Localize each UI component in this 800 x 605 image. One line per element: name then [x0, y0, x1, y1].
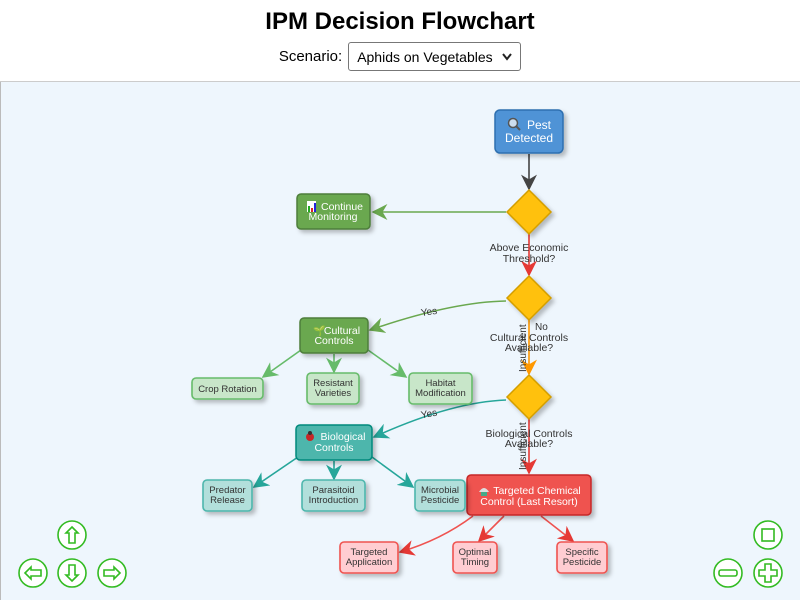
node-pest-detected[interactable]: Pest Detected	[494, 109, 564, 154]
node-label: Control (Last Resort)	[480, 496, 577, 508]
edge-labels: Yes Yes No Insufficient Insufficient	[420, 306, 548, 470]
node-label: Modification	[415, 388, 466, 399]
decision-label: Biological Controls	[486, 428, 573, 440]
decision-label: Available?	[505, 342, 553, 354]
edge-label-insufficient: Insufficient	[518, 324, 529, 372]
node-label: Timing	[461, 557, 489, 568]
node-label: Monitoring	[308, 211, 357, 223]
node-label: Crop Rotation	[198, 384, 257, 395]
edge-bio-microbial	[371, 456, 415, 488]
node-label: Targeted Chemical	[493, 485, 581, 497]
node-box	[202, 479, 253, 512]
seedling-icon: 🌱	[313, 325, 325, 337]
node-box	[556, 541, 608, 574]
node-label: Predator	[209, 485, 245, 496]
decision-biological[interactable]: Biological Controls Available?	[486, 373, 573, 450]
chart-icon	[307, 201, 316, 212]
edge-chem-application	[398, 515, 474, 556]
edge-cultural-crop	[261, 349, 302, 378]
edge-label-insufficient: Insufficient	[518, 422, 529, 470]
edges	[252, 154, 575, 556]
node-label: Pest	[527, 118, 552, 132]
header: IPM Decision Flowchart Scenario: Aphids …	[0, 0, 800, 82]
magnifier-icon	[507, 117, 521, 131]
node-label: Introduction	[309, 495, 359, 506]
node-label: Pesticide	[421, 495, 460, 506]
node-label: Continue	[321, 201, 363, 213]
ladybug-icon	[306, 431, 314, 441]
edge-chem-timing	[477, 515, 505, 543]
decision-label: Threshold?	[503, 253, 556, 265]
scenario-label: Scenario:	[278, 48, 343, 65]
node-box	[191, 377, 264, 400]
decision-threshold[interactable]: Above Economic Threshold?	[490, 188, 569, 265]
node-label: Biological	[321, 431, 366, 443]
edge-label-yes: Yes	[420, 408, 438, 422]
edge-chem-specific	[540, 515, 575, 542]
edge-label-no: No	[535, 322, 548, 333]
node-cultural-controls[interactable]: 🌱 Cultural Controls	[299, 317, 369, 354]
node-crop[interactable]: Crop Rotation	[191, 377, 264, 400]
node-box	[306, 372, 360, 405]
decision-label: Above Economic	[490, 242, 569, 254]
node-label: Targeted	[351, 547, 388, 558]
edge-d3-biological	[372, 399, 507, 439]
node-label: Habitat	[425, 378, 455, 389]
node-label: Controls	[314, 335, 353, 347]
node-label: Cultural	[324, 325, 360, 337]
node-label: Optimal	[459, 547, 492, 558]
chevron-down-icon	[502, 52, 512, 61]
sprayer-icon	[479, 488, 489, 496]
node-label: Release	[210, 495, 245, 506]
node-box	[414, 479, 466, 512]
node-box	[339, 541, 399, 574]
node-box	[408, 372, 473, 405]
scenario-select[interactable]: Aphids on Vegetables	[348, 42, 522, 71]
decision-label: Available?	[505, 438, 553, 450]
edge-bio-predator	[252, 456, 299, 488]
node-label: Parasitoid	[312, 485, 354, 496]
node-label: Application	[346, 557, 392, 568]
edge-d2-cultural	[368, 300, 507, 333]
node-continue-monitoring[interactable]: Continue Monitoring	[296, 193, 371, 230]
scenario-row: Scenario: Aphids on Vegetables	[0, 42, 800, 71]
node-label: Controls	[314, 442, 353, 454]
node-label: Microbial	[421, 485, 459, 496]
node-label: Pesticide	[563, 557, 602, 568]
node-box	[452, 541, 498, 574]
node-label: Specific	[565, 547, 599, 558]
node-biological-controls[interactable]: Biological Controls	[295, 424, 373, 461]
page-title: IPM Decision Flowchart	[265, 8, 535, 35]
node-targeted-chemical[interactable]: Targeted Chemical Control (Last Resort)	[466, 474, 592, 516]
node-box	[301, 479, 366, 512]
edge-cultural-habitat	[367, 349, 408, 378]
node-label: Detected	[505, 131, 553, 145]
flowchart-canvas[interactable]: Above Economic Threshold? Cultural Contr…	[0, 82, 800, 600]
decision-cultural[interactable]: Cultural Controls Available?	[490, 274, 568, 354]
edge-label-yes: Yes	[420, 306, 438, 319]
node-label: Resistant	[313, 378, 353, 389]
scenario-value: Aphids on Vegetables	[357, 48, 493, 65]
node-label: Varieties	[315, 388, 352, 399]
decision-label: Cultural Controls	[490, 332, 568, 344]
